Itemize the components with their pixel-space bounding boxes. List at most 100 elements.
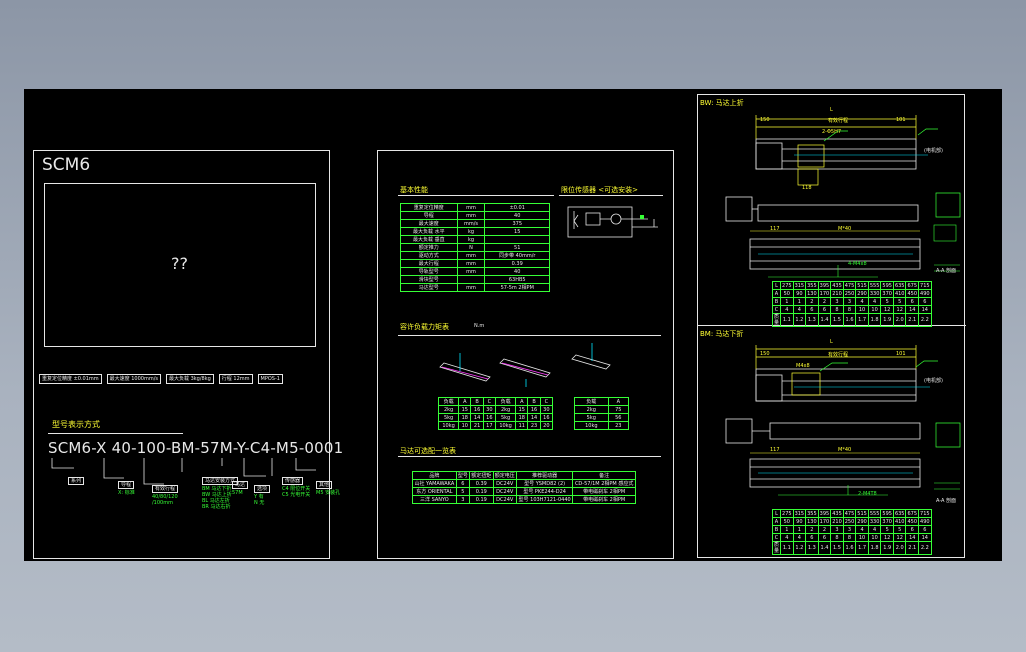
- bw-dim-cell: 130: [805, 289, 819, 298]
- bm-dim-cell: 715: [918, 509, 932, 518]
- motor-header: 品牌型号额定扭矩额定电压推荐驱动器备注: [412, 471, 636, 480]
- moment-cell: 负载: [437, 397, 460, 406]
- bm-dim-cell: 355: [805, 509, 819, 518]
- spec-cell: 滑块型号: [400, 275, 458, 284]
- bw-dim-cell: 1.2: [792, 313, 807, 327]
- bw-dim-cell: 1.9: [880, 313, 894, 327]
- bw-dim-101: 101: [896, 117, 906, 123]
- motor-cell: 额定电压: [492, 471, 517, 480]
- feature-tag: 重复定位精度 ±0.01mm: [39, 374, 102, 384]
- motor-cell: 带电磁刹车 2相PM: [572, 495, 636, 504]
- bw-dim-cell: 14: [918, 305, 932, 314]
- motor-cell: 型号 YSMD82 (2): [515, 479, 574, 488]
- motor-cell: DC24V: [492, 495, 517, 504]
- spec-cell: 马达型号: [400, 283, 458, 292]
- bm-top-view: [725, 345, 961, 448]
- moment-heading: 容许负载力矩表: [400, 323, 449, 331]
- bm-dim-cell: 555: [867, 509, 882, 518]
- bw-dim-cell: 2.0: [892, 313, 907, 327]
- bm-dim-hole: M4x8: [796, 363, 810, 369]
- bm-dim-cell: 475: [842, 509, 857, 518]
- bw-dim-cell: 250: [842, 289, 857, 298]
- bw-dim-cell: 14: [905, 305, 920, 314]
- moment-cell: B: [527, 397, 541, 406]
- sensor-heading-underline: [559, 195, 663, 196]
- bm-dim-cell: 675: [905, 509, 920, 518]
- bm-dim-cell: 8: [842, 533, 857, 542]
- bw-dim-cell: 170: [817, 289, 832, 298]
- moment-cell: 5kg: [494, 413, 517, 422]
- motor-cell: 0.19: [469, 495, 494, 504]
- bw-dim-cell: 3: [842, 297, 857, 306]
- bw-dim-cell: L: [771, 281, 782, 290]
- motor-cell: DC24V: [492, 487, 517, 496]
- bm-dim-cell: 5: [880, 525, 894, 534]
- bw-dim-cell: 2: [805, 297, 819, 306]
- bw-dim-m40: M*40: [838, 226, 852, 232]
- code-note-line: BW 马达上折: [202, 492, 232, 498]
- motor-cell: 山社 YAMAWAKA: [412, 479, 457, 488]
- model-heading-underline: [48, 433, 183, 434]
- bw-dim-cell: 2.1: [905, 313, 920, 327]
- bm-detail-label: A-A 剖面: [936, 498, 957, 504]
- bw-dim-cell: A: [771, 289, 782, 298]
- bw-dim-cell: 10: [867, 305, 882, 314]
- bm-dim-cell: B: [771, 525, 782, 534]
- moment-cell: 15: [458, 405, 472, 414]
- bm-dim-cell: 1.4: [817, 541, 832, 555]
- sensor-heading: 限位传感器 <可选安装>: [561, 186, 638, 194]
- bw-dim-cell: 1.8: [867, 313, 882, 327]
- code-note-line: Y 有: [254, 494, 264, 500]
- bm-dim-cell: 315: [792, 509, 807, 518]
- code-note-line: 有效行程: [152, 485, 179, 493]
- bw-dim-cell: 515: [855, 281, 869, 290]
- sensor-wiring-diagram: [567, 206, 658, 238]
- code-note-line: 其他: [316, 481, 333, 489]
- bm-dim-cell: 2.2: [918, 541, 932, 555]
- moment-cell: 15: [515, 405, 529, 414]
- bm-dim-cell: 14: [905, 533, 920, 542]
- moment-side-cell: 2kg: [574, 405, 609, 414]
- moment-cell: 30: [539, 405, 554, 414]
- bm-dim-cell: 4: [855, 525, 869, 534]
- bw-dim-cell: 1.3: [805, 313, 819, 327]
- bm-dim-length: L: [830, 339, 833, 345]
- right-sheet: BW: 马达上折 BM: 马达下折: [697, 94, 966, 558]
- bm-dim-cell: 2: [805, 525, 819, 534]
- spec-cell: 驱动方式: [400, 251, 458, 260]
- bm-dim-cell: 90: [792, 517, 807, 526]
- code-note-line: /100mm: [152, 500, 173, 506]
- bm-dim-cell: 435: [830, 509, 844, 518]
- moment-cell: 16: [470, 405, 484, 414]
- spec-cell: 额定推力: [400, 243, 458, 252]
- bw-dim-cell: 1.5: [830, 313, 844, 327]
- spec-cell: 重复定位精度: [400, 203, 458, 212]
- bm-dim-cell: 5: [892, 525, 907, 534]
- bm-dim-cell: 595: [880, 509, 894, 518]
- bw-dim-stroke: 有效行程: [828, 118, 849, 124]
- bw-dim-cell: 355: [805, 281, 819, 290]
- moment-heading-underline: [398, 335, 661, 336]
- bm-dim-cell: 410: [892, 517, 907, 526]
- bw-dim-150: 150: [760, 117, 770, 123]
- bm-dim-cell: 2.1: [905, 541, 920, 555]
- moment-cell: 5kg: [437, 413, 460, 422]
- bw-dim-length: L: [830, 107, 833, 113]
- bw-dim-cell: 6: [905, 297, 920, 306]
- bm-dim-cell: 2.0: [892, 541, 907, 555]
- bw-dim-cell: 12: [892, 305, 907, 314]
